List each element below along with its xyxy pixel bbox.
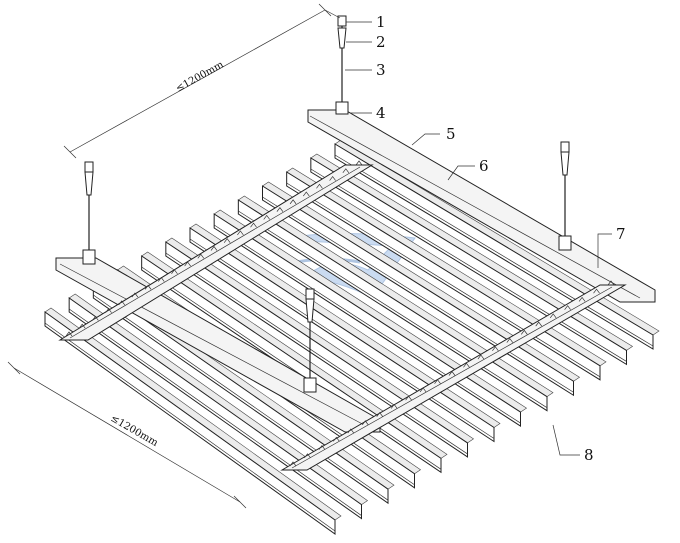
carrier-tooth <box>492 346 499 352</box>
blade-lip <box>189 238 495 439</box>
carrier-tooth <box>329 175 336 181</box>
blade-side <box>237 199 548 412</box>
blade-side <box>262 185 574 397</box>
blade-side <box>213 213 521 428</box>
carrier-tooth <box>333 436 340 442</box>
blade-lip <box>141 266 442 470</box>
blade-side <box>44 311 336 535</box>
blade-lip <box>262 196 574 393</box>
carrier-tooth <box>535 321 543 327</box>
callout-2: 2 <box>376 33 386 51</box>
suspension-rods <box>82 15 572 393</box>
carrier-tooth <box>223 238 231 243</box>
linear-blades <box>44 139 660 535</box>
callout-7: 7 <box>616 225 626 243</box>
carrier-tooth <box>304 453 311 458</box>
callout-5: 5 <box>446 125 456 143</box>
carrier-tooth <box>520 329 528 335</box>
carrier-tooth <box>390 403 398 409</box>
dimension-top: ≤1200mm <box>63 3 341 159</box>
carrier-tooth <box>578 296 586 302</box>
carrier-tooth <box>564 305 571 310</box>
carrier-tooth <box>92 315 99 321</box>
carrier-tooth <box>347 428 355 434</box>
carrier-tooth <box>506 338 514 343</box>
blade-side <box>334 143 654 350</box>
blade-lip <box>93 294 389 501</box>
callout-6: 6 <box>479 157 489 175</box>
carrier-tooth <box>549 313 557 319</box>
blade-lip <box>238 210 548 408</box>
blade-lip <box>213 224 521 424</box>
carrier-tooth <box>342 168 350 173</box>
blade-lip <box>334 154 654 347</box>
carrier-tooth <box>448 370 456 376</box>
blade-lip <box>165 252 468 455</box>
carrier-tooth <box>376 412 384 417</box>
blade-lip <box>68 308 362 516</box>
carrier-tooth <box>171 269 178 275</box>
blade-side <box>310 157 627 366</box>
dimension-label-bottom: ≤1200mm <box>109 413 161 449</box>
carrier-tooth <box>65 331 73 337</box>
carrier-tooth <box>463 362 470 368</box>
carrier-tooth <box>593 288 600 294</box>
callout-4: 4 <box>376 104 386 122</box>
blade-lip <box>286 182 601 378</box>
blade-side <box>92 283 389 505</box>
carrier-tooth <box>210 245 218 251</box>
carrier-tooth <box>318 444 326 450</box>
carrier-tooth <box>118 300 126 306</box>
carrier-tooth <box>405 395 412 401</box>
blade-side <box>68 297 362 520</box>
carrier-tooth <box>131 292 139 298</box>
blade-side <box>286 171 601 381</box>
carrier-tooth <box>105 308 112 313</box>
blade-side <box>189 227 495 443</box>
callout-1: 1 <box>376 13 386 31</box>
callout-3: 3 <box>376 61 386 79</box>
carrier-tooth <box>263 214 271 220</box>
carrier-tooth <box>78 323 86 329</box>
carrier-tooth <box>184 261 191 267</box>
carrier-tooth <box>607 280 615 286</box>
carrier-tooth <box>276 207 284 212</box>
carrier-tooth <box>289 199 297 205</box>
blade-lip <box>310 168 627 362</box>
dimension-label-top: ≤1200mm <box>174 59 226 94</box>
carrier-tooth <box>289 461 297 467</box>
carrier-tooth <box>419 387 427 393</box>
carrier-tooth <box>144 284 152 290</box>
carrier-tooth <box>434 379 441 384</box>
carrier-rails <box>55 109 656 471</box>
callout-8: 8 <box>584 446 594 464</box>
callout-numbers: 1 2 3 4 5 6 7 8 <box>376 13 626 464</box>
blade-lip <box>44 322 336 532</box>
blade-side <box>165 241 468 458</box>
carrier-tooth <box>250 222 257 228</box>
carrier-tooth <box>197 253 205 259</box>
carrier-tooth <box>157 277 165 282</box>
carrier-tooth <box>361 420 369 426</box>
carrier-tooth <box>302 191 310 197</box>
carrier-tooth <box>477 354 485 360</box>
carrier-tooth <box>237 230 244 236</box>
carrier-tooth <box>355 160 363 166</box>
carrier-tooth <box>316 183 323 189</box>
callout-leaders <box>345 21 612 456</box>
